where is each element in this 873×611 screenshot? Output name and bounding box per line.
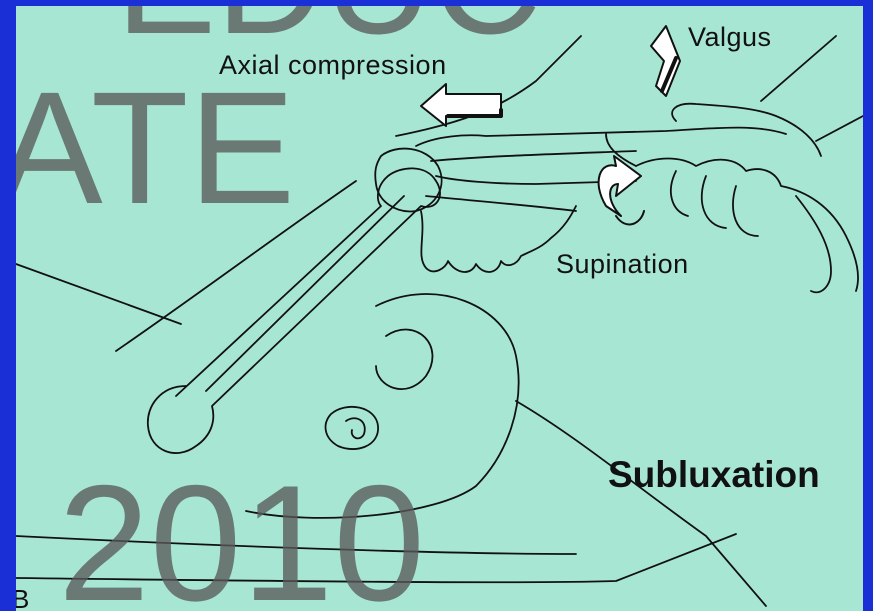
hand-outer xyxy=(796,196,831,292)
slide-panel: EDUC ATE 2010 Axial compression Valgus S… xyxy=(16,6,863,611)
table-edge-line xyxy=(16,264,181,324)
subluxation-label: Subluxation xyxy=(608,454,820,496)
ear-inner xyxy=(346,418,365,438)
panel-letter: B xyxy=(16,584,29,611)
hand-arm-line xyxy=(761,36,863,141)
watermark-middle: ATE xyxy=(16,68,295,228)
body-outline xyxy=(516,401,766,606)
watermark-top: EDUC xyxy=(116,6,541,56)
hand-fingers xyxy=(671,171,758,236)
valgus-label: Valgus xyxy=(688,22,772,53)
patient-ear xyxy=(326,407,379,449)
forearm-line-4 xyxy=(426,196,576,211)
watermark-year: 2010 xyxy=(58,461,425,611)
chest-contour xyxy=(376,330,432,390)
supination-label: Supination xyxy=(556,249,689,280)
humeral-head xyxy=(375,149,441,212)
forearm-upper xyxy=(416,128,786,146)
elbow-contour xyxy=(421,206,576,272)
supination-arrow-2 xyxy=(616,211,644,224)
axial-compression-label: Axial compression xyxy=(219,50,447,81)
forearm-ulna xyxy=(431,151,636,161)
